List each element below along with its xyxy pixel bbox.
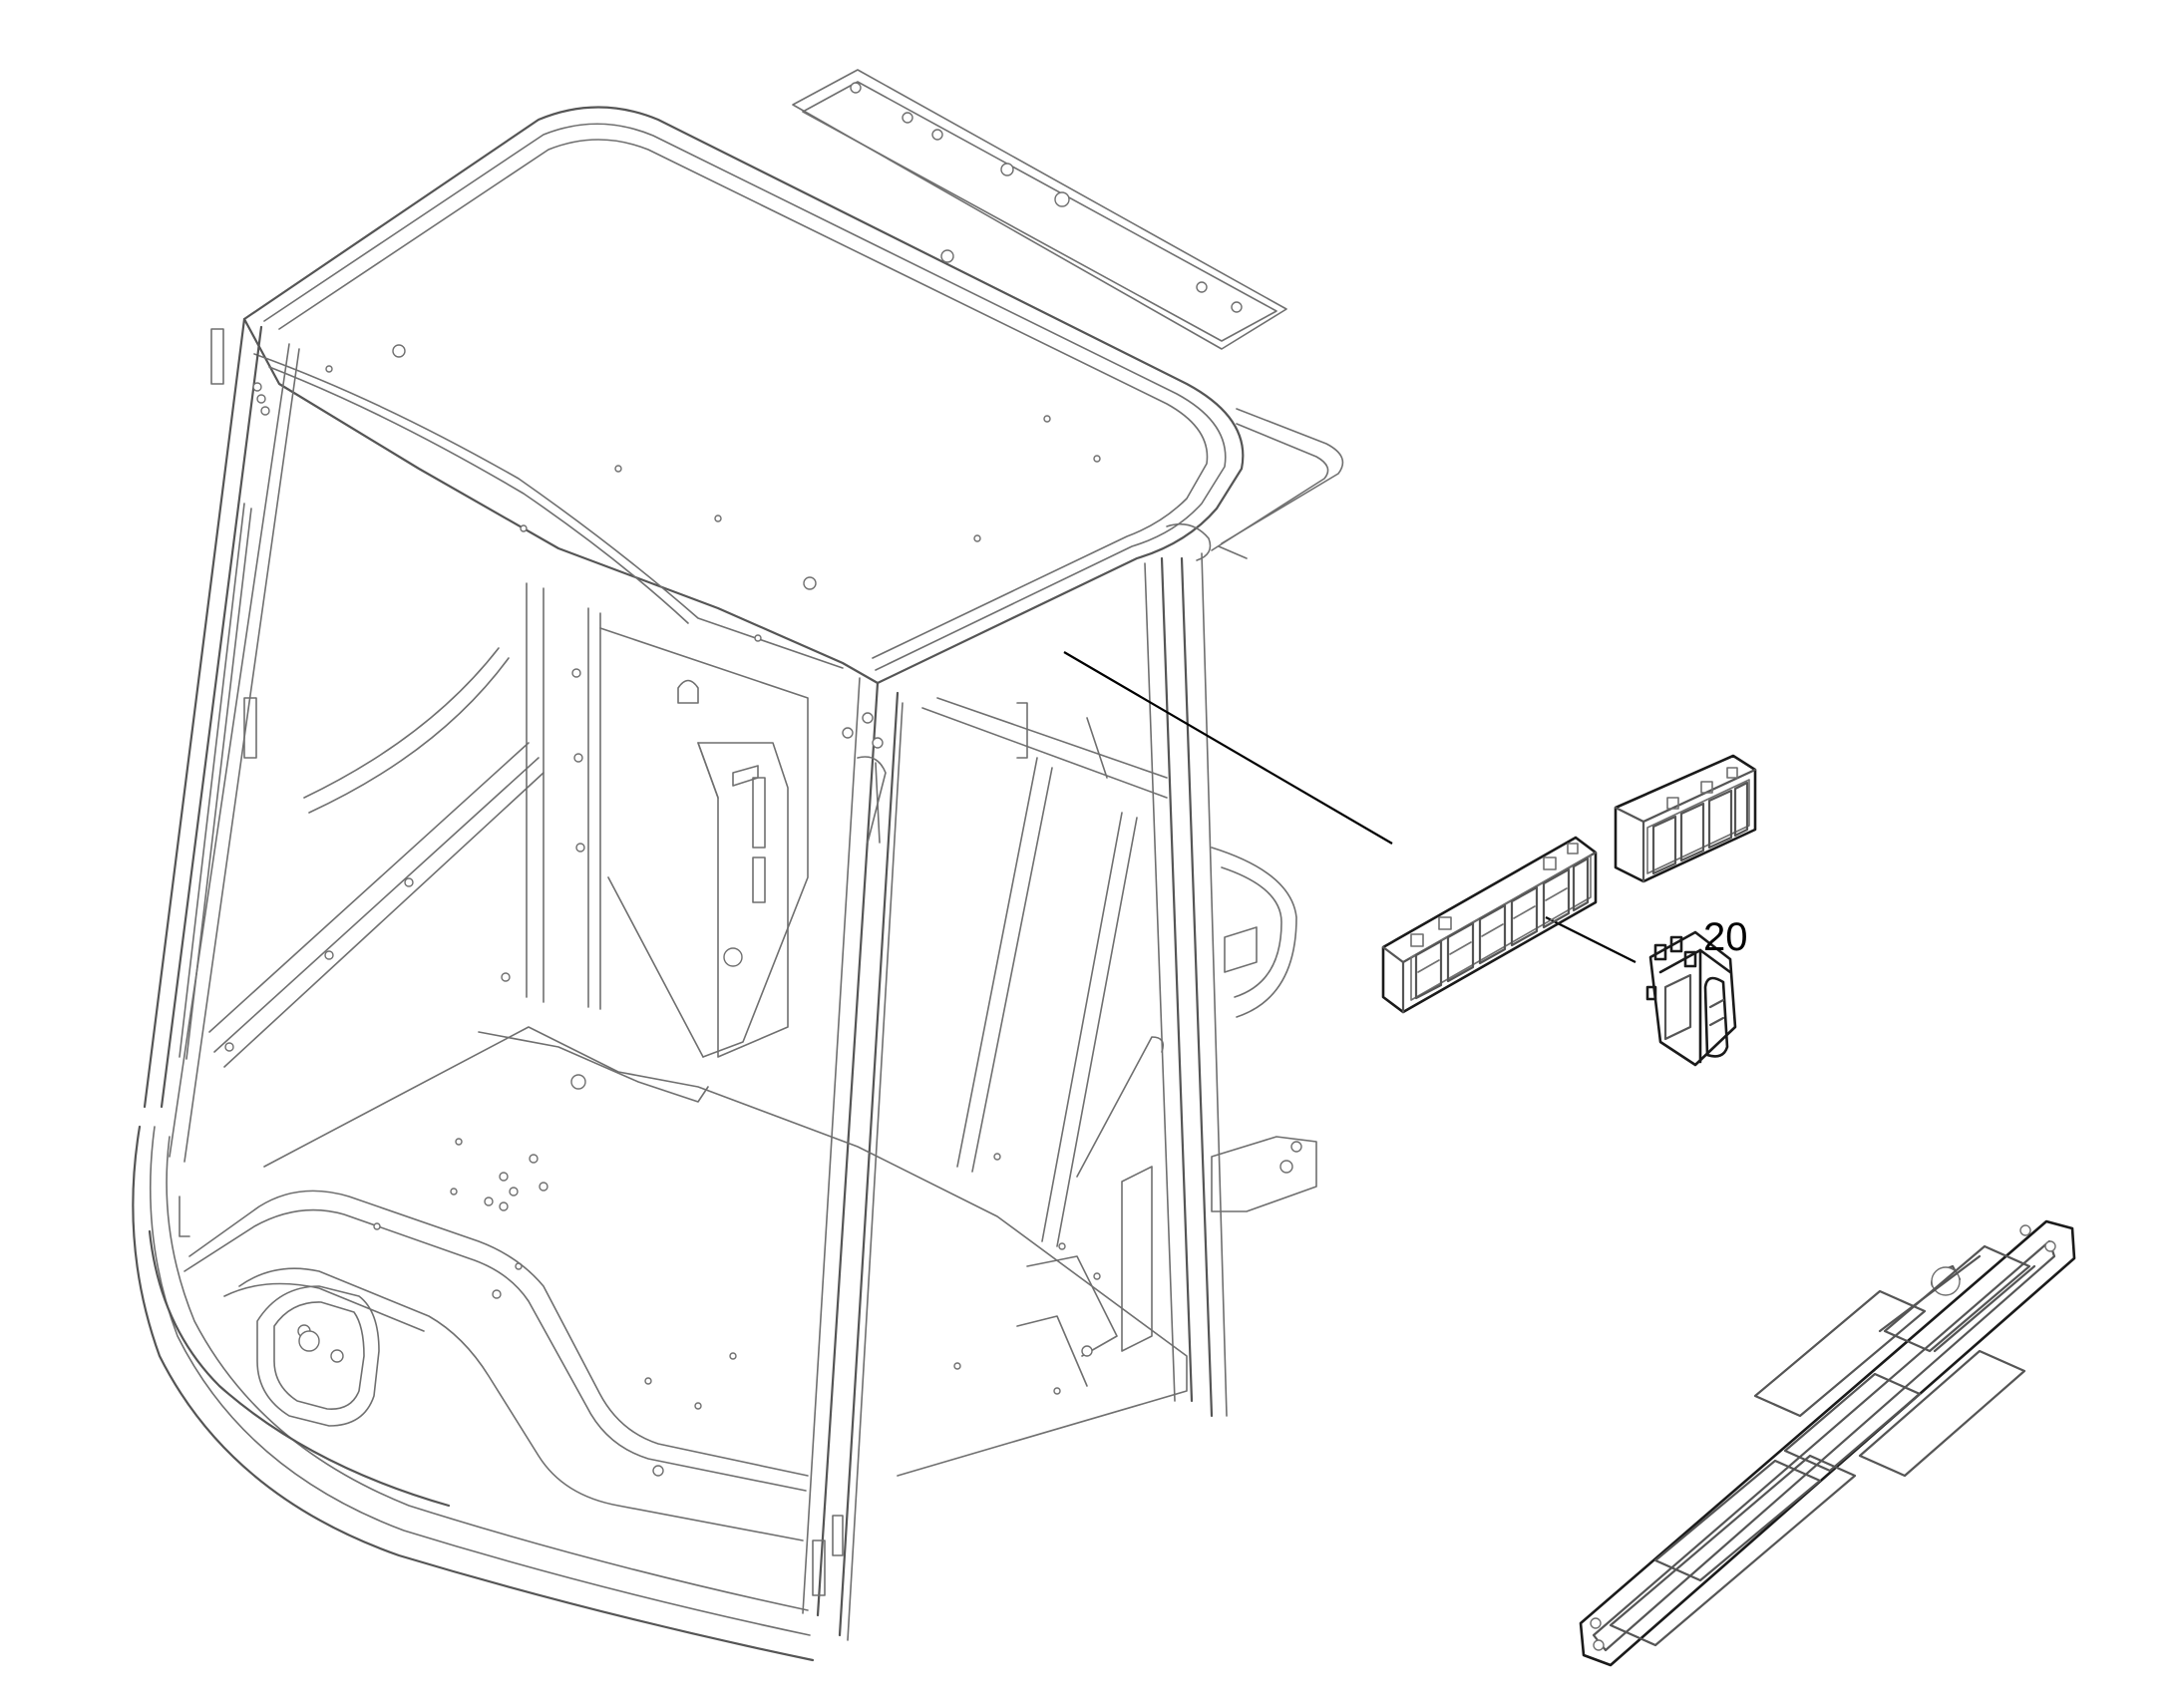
rear-interior-panel: [599, 627, 809, 1058]
front-cowl: [132, 1125, 815, 1662]
front-left-pillar: [143, 317, 300, 1163]
rocker-switch: [1645, 930, 1737, 1067]
leader-panel: [1063, 651, 1393, 845]
operator-cab: [132, 69, 1344, 1662]
leader-switch: [1545, 916, 1636, 963]
left-diagonal-brace: [208, 647, 545, 1068]
roof-handrail: [1166, 408, 1344, 561]
callout-20: 20: [1703, 915, 1748, 959]
leader-lines: [1063, 651, 1636, 963]
right-step-bracket: [1076, 847, 1317, 1352]
panel-slots: [1414, 856, 1590, 1000]
roof: [242, 106, 1245, 685]
right-door-posts: [921, 552, 1228, 1418]
switch-panel-large: [1381, 836, 1598, 1014]
rear-mounting-plate: [792, 69, 1287, 350]
front-right-pillar: [802, 677, 904, 1641]
switch-panel-small: [1614, 754, 1757, 883]
rear-posts: [501, 582, 601, 1010]
small-panel-slots: [1651, 781, 1749, 875]
gasket-plate: [1579, 1219, 2076, 1667]
floor: [263, 1026, 1188, 1477]
